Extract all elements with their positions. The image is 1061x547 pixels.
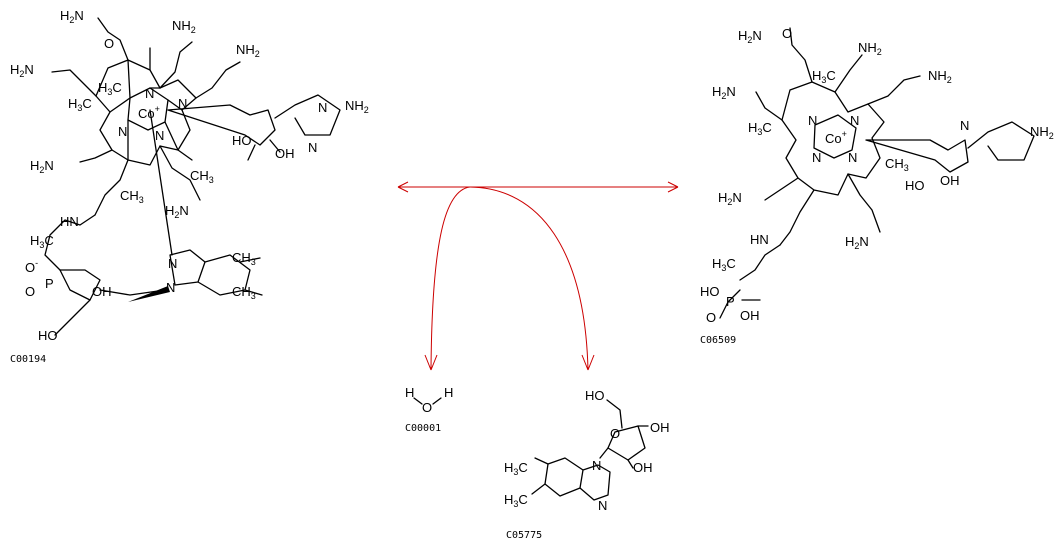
compound-label-c00001: C00001: [405, 423, 441, 434]
svg-text:HO: HO: [905, 178, 925, 193]
svg-text:OH: OH: [92, 284, 112, 299]
svg-text:OH: OH: [740, 308, 760, 323]
svg-text:N: N: [850, 113, 859, 128]
svg-text:O: O: [422, 400, 432, 415]
svg-text:N: N: [168, 256, 177, 271]
left-arrowhead: [397, 181, 409, 193]
compound-label-c05775: C05775: [506, 530, 542, 541]
svg-text:P: P: [726, 294, 735, 309]
svg-text:P: P: [45, 276, 54, 291]
svg-text:O: O: [25, 284, 35, 299]
molecule-c00001: H O H C00001: [405, 385, 453, 434]
svg-text:N: N: [598, 498, 607, 513]
svg-text:CH3: CH3: [232, 250, 256, 267]
svg-text:N: N: [308, 140, 317, 155]
svg-text:CH3: CH3: [190, 168, 214, 185]
svg-text:O: O: [782, 26, 792, 41]
svg-text:O-: O-: [25, 258, 38, 275]
svg-text:N: N: [960, 118, 969, 133]
svg-text:Co+: Co+: [138, 104, 160, 121]
svg-text:N: N: [155, 128, 164, 143]
svg-text:H: H: [444, 385, 453, 400]
right-arrowhead: [667, 181, 679, 193]
reaction-arrows: [397, 181, 679, 371]
svg-text:N: N: [145, 86, 154, 101]
svg-text:H2N: H2N: [718, 190, 742, 207]
svg-text:HN: HN: [750, 232, 769, 247]
svg-text:H2N: H2N: [845, 234, 869, 251]
svg-text:OH: OH: [275, 146, 295, 161]
svg-text:OH: OH: [940, 173, 960, 188]
svg-text:H3C: H3C: [504, 460, 528, 477]
svg-text:H3C: H3C: [504, 492, 528, 509]
svg-text:NH2: NH2: [1030, 124, 1054, 141]
svg-text:N: N: [812, 150, 821, 165]
svg-text:H2N: H2N: [165, 203, 189, 220]
svg-text:H3C: H3C: [712, 256, 736, 273]
svg-text:O: O: [104, 36, 114, 51]
svg-text:Co+: Co+: [825, 129, 847, 146]
svg-text:NH2: NH2: [858, 40, 882, 57]
compound-label-c06509: C06509: [700, 335, 736, 346]
svg-text:O: O: [610, 426, 620, 441]
svg-text:N: N: [592, 458, 601, 473]
svg-text:N: N: [848, 150, 857, 165]
molecule-c00194: H2N O NH2 NH2 H2N H3C H3C Co+ N N N N HO…: [10, 8, 369, 365]
svg-text:NH2: NH2: [172, 18, 196, 35]
svg-text:HN: HN: [60, 214, 79, 229]
svg-text:N: N: [166, 280, 175, 295]
svg-text:CH3: CH3: [885, 156, 909, 173]
compound-label-c00194: C00194: [10, 354, 46, 365]
water-branch-arrow: [430, 186, 471, 371]
molecule-c05775: HO O OH OH N N H3C H3C C05775: [504, 388, 670, 541]
svg-text:NH2: NH2: [928, 68, 952, 85]
svg-text:OH: OH: [633, 460, 653, 475]
svg-text:N: N: [318, 100, 327, 115]
svg-text:H3C: H3C: [812, 68, 836, 85]
svg-text:H2N: H2N: [738, 28, 762, 45]
svg-text:O: O: [706, 310, 716, 325]
svg-text:OH: OH: [650, 420, 670, 435]
svg-text:H2N: H2N: [10, 62, 34, 79]
svg-text:HO: HO: [38, 328, 58, 343]
svg-text:HO: HO: [700, 284, 720, 299]
svg-text:N: N: [118, 124, 127, 139]
svg-text:HO: HO: [585, 388, 605, 403]
svg-text:N: N: [178, 96, 187, 111]
svg-text:H3C: H3C: [68, 96, 92, 113]
svg-text:NH2: NH2: [236, 42, 260, 59]
svg-text:NH2: NH2: [345, 98, 369, 115]
svg-text:H3C: H3C: [30, 233, 54, 250]
svg-text:H3C: H3C: [98, 80, 122, 97]
svg-text:H: H: [405, 385, 414, 400]
svg-text:H2N: H2N: [712, 84, 736, 101]
svg-text:H3C: H3C: [748, 120, 772, 137]
svg-text:HO: HO: [232, 133, 252, 148]
svg-text:H2N: H2N: [30, 158, 54, 175]
svg-text:CH3: CH3: [232, 284, 256, 301]
dmb-branch-arrow: [469, 186, 589, 371]
svg-text:H2N: H2N: [60, 8, 84, 25]
svg-text:N: N: [808, 113, 817, 128]
svg-text:CH3: CH3: [120, 188, 144, 205]
molecule-c06509: H2N O NH2 NH2 H2N H3C H3C Co+ N N N N CH…: [700, 26, 1054, 346]
